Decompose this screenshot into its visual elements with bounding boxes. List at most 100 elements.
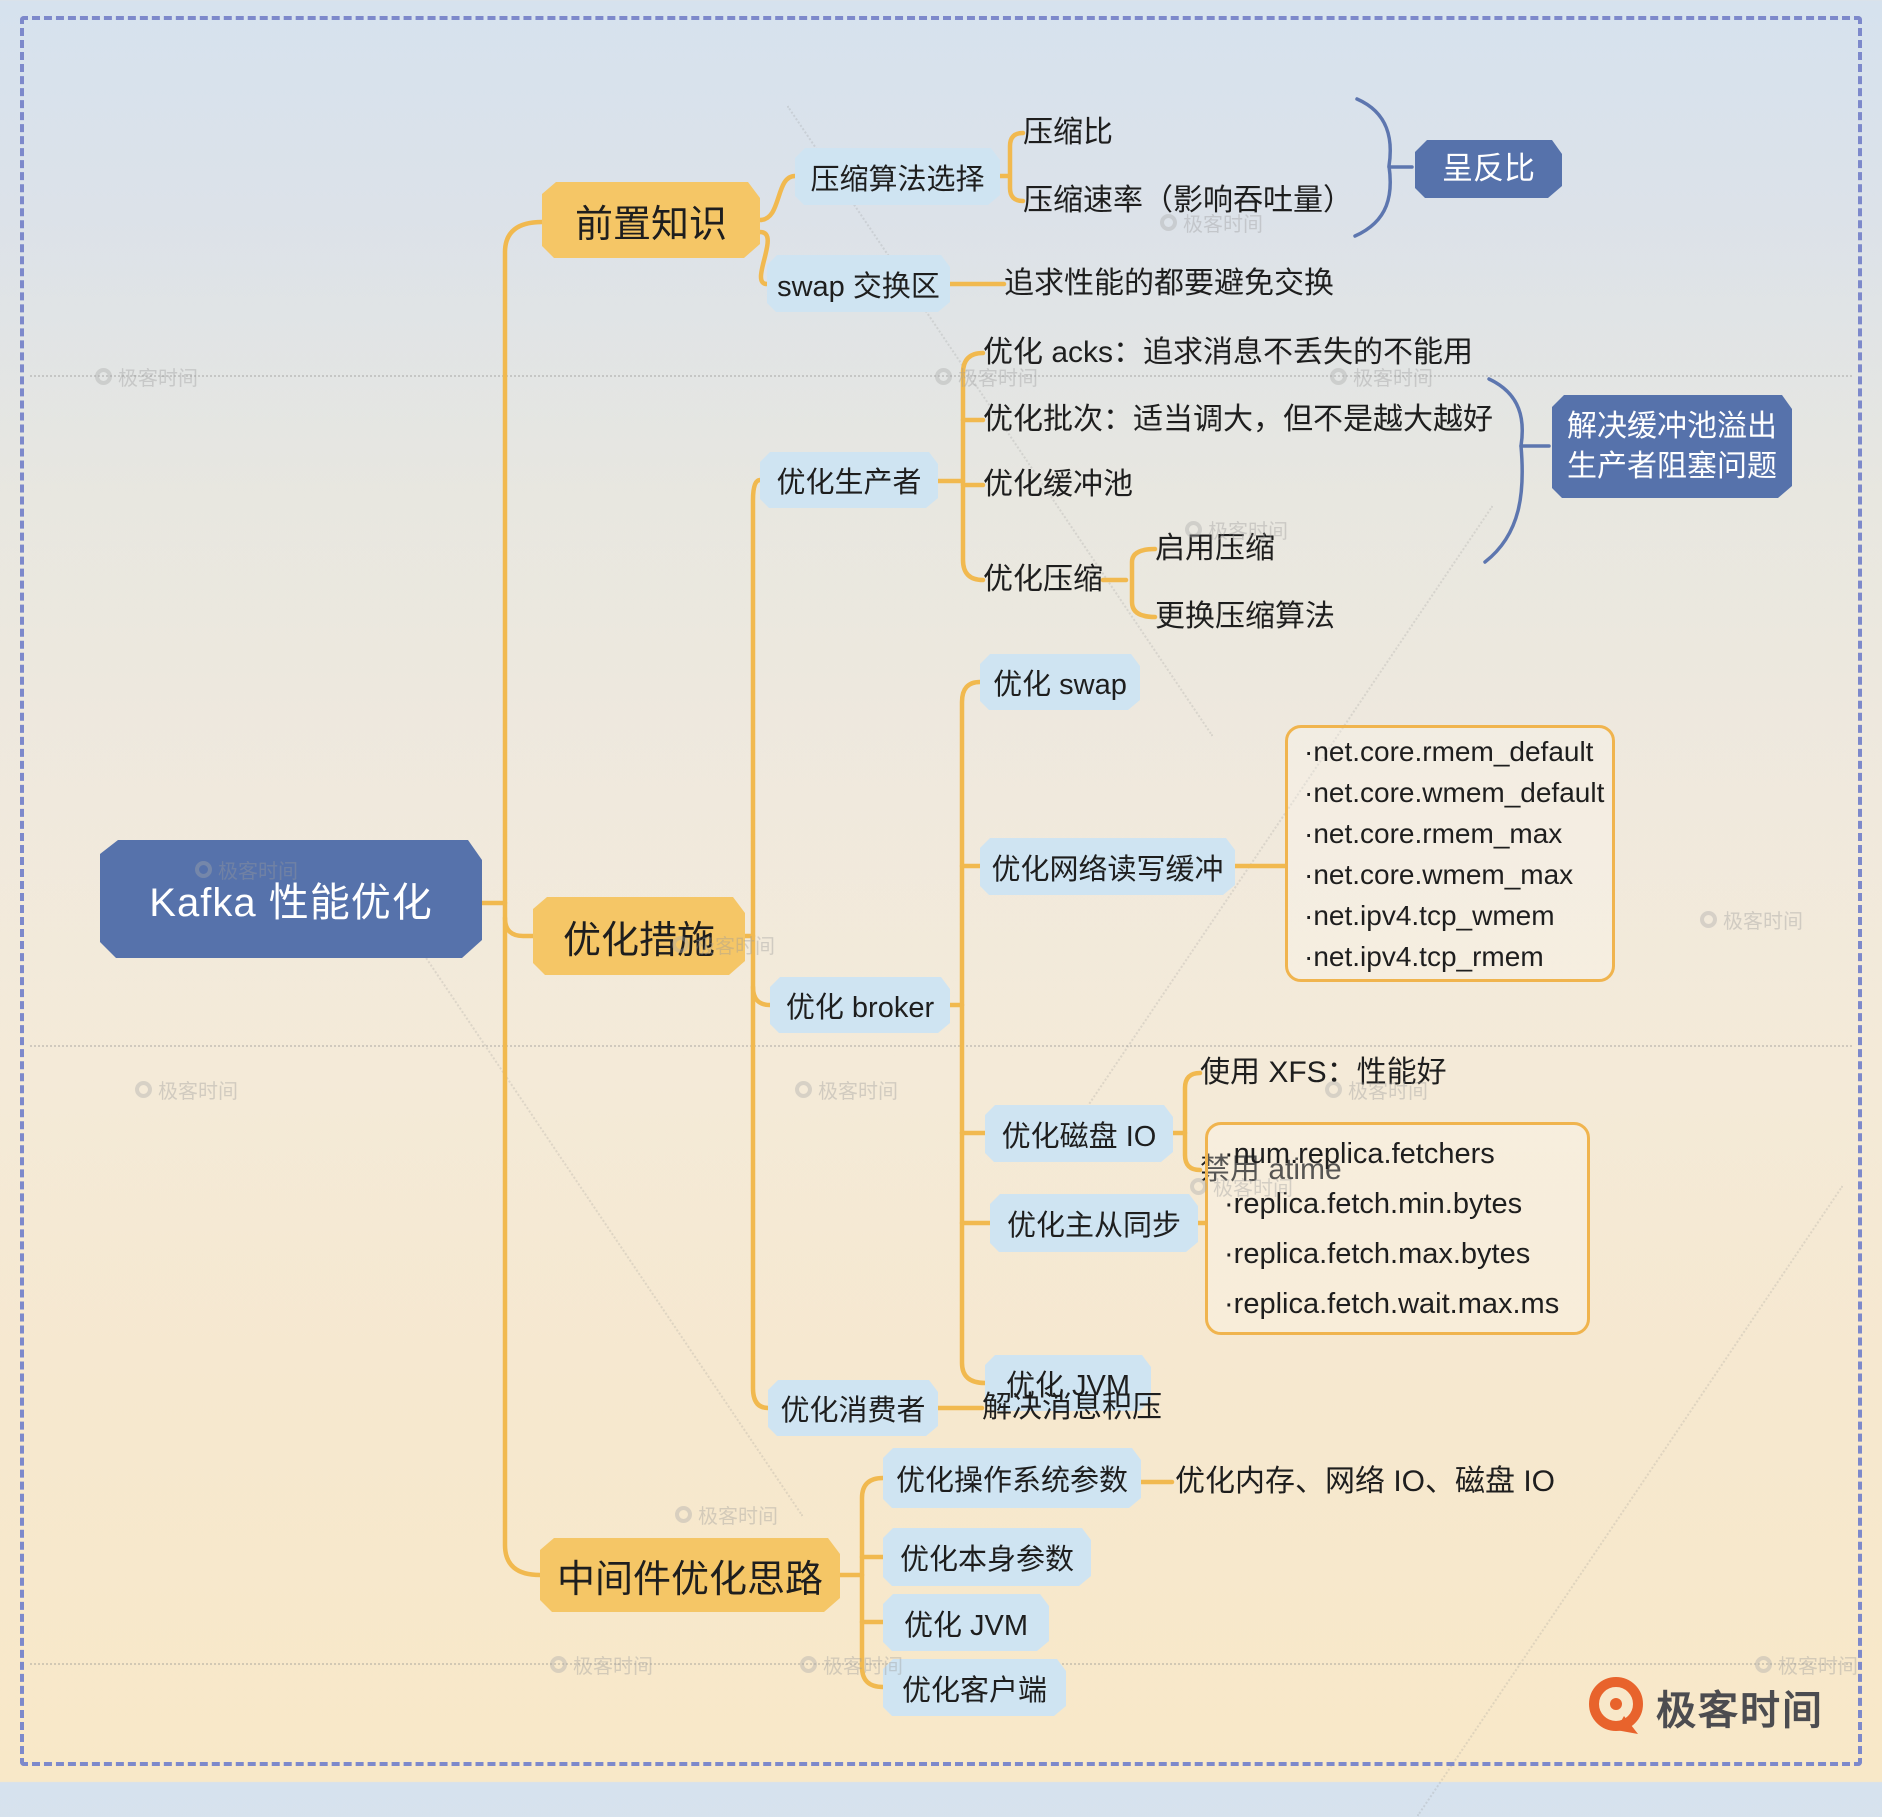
watermark-text: 极客时间: [1353, 368, 1433, 390]
node-avoid-swap[interactable]: 追求性能的都要避免交换: [1004, 267, 1334, 300]
node-list-net-params-item: ·net.core.wmem_default: [1304, 776, 1605, 808]
watermark-geek-time: 极客时间: [795, 1075, 898, 1104]
watermark-logo-icon: [800, 1656, 817, 1673]
watermark-logo-icon: [135, 1081, 152, 1098]
watermark-logo-icon: [675, 1506, 692, 1523]
node-optimize-disk-io[interactable]: 优化磁盘 IO: [985, 1105, 1173, 1162]
node-optimize-replication[interactable]: 优化主从同步: [990, 1194, 1198, 1252]
node-disable-atime[interactable]: 禁用 atime: [1200, 1153, 1342, 1186]
watermark-geek-time: 极客时间: [1755, 1650, 1858, 1679]
watermark-logo-icon: [1330, 368, 1347, 385]
watermark-geek-time: 极客时间: [675, 1500, 778, 1529]
geek-time-logo-text: 极客时间: [1656, 1689, 1824, 1733]
node-optimize-client[interactable]: 优化客户端: [883, 1659, 1066, 1716]
node-enable-compression[interactable]: 启用压缩: [1155, 532, 1275, 565]
watermark-geek-time: 极客时间: [1190, 1172, 1293, 1201]
watermark-geek-time: 极客时间: [800, 1650, 903, 1679]
watermark-logo-icon: [95, 368, 112, 385]
watermark-geek-time: 极客时间: [550, 1650, 653, 1679]
watermark-geek-time: 极客时间: [1325, 1075, 1428, 1104]
watermark-logo-icon: [935, 368, 952, 385]
watermark-geek-time: 极客时间: [1330, 362, 1433, 391]
node-compression-algorithm-selection[interactable]: 压缩算法选择: [795, 148, 1000, 205]
node-optimize-acks[interactable]: 优化 acks：追求消息不丢失的不能用: [983, 336, 1474, 369]
watermark-logo-icon: [672, 936, 689, 953]
node-optimize-os-params[interactable]: 优化操作系统参数: [883, 1448, 1141, 1508]
node-callout-buffer-overflow-line: 生产者阻塞问题: [1567, 449, 1777, 483]
watermark-text: 极客时间: [158, 1081, 238, 1103]
watermark-logo-icon: [1185, 521, 1202, 538]
watermark-geek-time: 极客时间: [1160, 208, 1263, 237]
node-list-replica-params-item: ·replica.fetch.wait.max.ms: [1224, 1287, 1560, 1320]
watermark-text: 极客时间: [1723, 911, 1803, 933]
watermark-text: 极客时间: [573, 1656, 653, 1678]
watermark-text: 极客时间: [958, 368, 1038, 390]
node-list-net-params[interactable]: ·net.core.rmem_default ·net.core.wmem_def…: [1285, 725, 1615, 982]
watermark-text: 极客时间: [1208, 521, 1288, 543]
node-list-net-params-item: ·net.core.rmem_default: [1304, 735, 1594, 767]
node-optimize-network-buffer[interactable]: 优化网络读写缓冲: [980, 838, 1235, 895]
watermark-text: 极客时间: [698, 1506, 778, 1528]
watermark-geek-time: 极客时间: [1700, 905, 1803, 934]
watermark-geek-time: 极客时间: [1185, 515, 1288, 544]
watermark-text: 极客时间: [823, 1656, 903, 1678]
watermark-text: 极客时间: [1348, 1081, 1428, 1103]
watermark-logo-icon: [1325, 1081, 1342, 1098]
node-list-replica-params-item: ·num.replica.fetchers: [1224, 1137, 1495, 1170]
watermark-geek-time: 极客时间: [135, 1075, 238, 1104]
node-branch-optimization-measures[interactable]: 优化措施: [533, 897, 745, 975]
node-list-net-params-item: ·net.ipv4.tcp_wmem: [1304, 899, 1555, 931]
watermark-logo-icon: [550, 1656, 567, 1673]
watermark-logo-icon: [1755, 1656, 1772, 1673]
node-change-compression-algorithm[interactable]: 更换压缩算法: [1155, 600, 1335, 633]
watermark-logo-icon: [1160, 214, 1177, 231]
node-list-replica-params-item: ·replica.fetch.min.bytes: [1224, 1187, 1523, 1220]
node-list-net-params-item: ·net.core.wmem_max: [1304, 858, 1574, 890]
node-solve-message-backlog[interactable]: 解决消息积压: [982, 1391, 1162, 1424]
watermark-geek-time: 极客时间: [672, 930, 775, 959]
watermark-logo-icon: [1700, 911, 1717, 928]
node-optimize-compression[interactable]: 优化压缩: [983, 563, 1103, 596]
node-optimize-batch[interactable]: 优化批次：适当调大，但不是越大越好: [983, 403, 1493, 436]
node-list-replica-params[interactable]: ·num.replica.fetchers ·replica.fetch.min.…: [1205, 1122, 1590, 1335]
watermark-text: 极客时间: [695, 936, 775, 958]
watermark-geek-time: 极客时间: [95, 362, 198, 391]
node-compression-ratio[interactable]: 压缩比: [1023, 116, 1113, 149]
geek-time-logo: 极客时间: [1586, 1676, 1824, 1738]
node-use-xfs[interactable]: 使用 XFS：性能好: [1200, 1056, 1447, 1089]
node-optimize-buffer-pool[interactable]: 优化缓冲池: [983, 468, 1133, 501]
node-root-kafka-performance[interactable]: Kafka 性能优化: [100, 840, 482, 958]
watermark-logo-icon: [795, 1081, 812, 1098]
watermark-logo-icon: [195, 861, 212, 878]
watermark-text: 极客时间: [818, 1081, 898, 1103]
node-callout-buffer-overflow[interactable]: 解决缓冲池溢出生产者阻塞问题: [1552, 395, 1792, 498]
node-optimize-broker[interactable]: 优化 broker: [770, 977, 950, 1033]
node-optimize-producer[interactable]: 优化生产者: [760, 452, 938, 508]
node-list-net-params-item: ·net.core.rmem_max: [1304, 817, 1563, 849]
node-optimize-swap[interactable]: 优化 swap: [980, 654, 1140, 710]
watermark-text: 极客时间: [1778, 1656, 1858, 1678]
watermark-text: 极客时间: [118, 368, 198, 390]
node-optimize-own-params[interactable]: 优化本身参数: [883, 1528, 1091, 1586]
watermark-geek-time: 极客时间: [195, 855, 298, 884]
node-callout-inverse-ratio[interactable]: 呈反比: [1415, 140, 1562, 198]
node-optimize-memory-network-disk[interactable]: 优化内存、网络 IO、磁盘 IO: [1175, 1465, 1556, 1498]
brace-strokes: [1353, 97, 1551, 564]
geek-time-logo-icon: [1589, 1677, 1643, 1734]
node-optimize-jvm-broker[interactable]: 优化 JVM: [985, 1355, 1151, 1411]
node-callout-buffer-overflow-line: 解决缓冲池溢出: [1567, 409, 1777, 443]
node-optimize-consumer[interactable]: 优化消费者: [768, 1380, 938, 1436]
node-optimize-jvm-middleware[interactable]: 优化 JVM: [883, 1594, 1049, 1651]
node-swap-partition[interactable]: swap 交换区: [767, 255, 950, 312]
watermark-logo-icon: [1190, 1178, 1207, 1195]
watermark-text: 极客时间: [1183, 214, 1263, 236]
watermark-geek-time: 极客时间: [935, 362, 1038, 391]
node-branch-middleware-ideas[interactable]: 中间件优化思路: [540, 1538, 840, 1612]
node-compression-speed[interactable]: 压缩速率（影响吞吐量）: [1023, 184, 1353, 217]
watermark-text: 极客时间: [1213, 1178, 1293, 1200]
node-branch-prerequisite-knowledge[interactable]: 前置知识: [542, 182, 760, 258]
node-list-net-params-item: ·net.ipv4.tcp_rmem: [1304, 940, 1544, 972]
